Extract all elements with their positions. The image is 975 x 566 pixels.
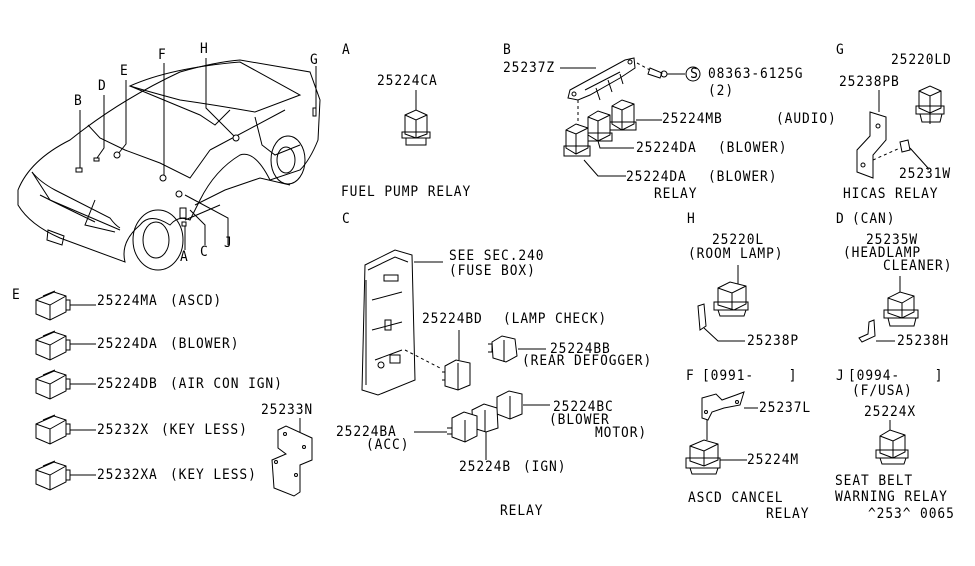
- car-callout-g: G: [310, 52, 319, 68]
- section-d-drawing: [858, 276, 919, 343]
- part-number-25220LD: 25220LD: [891, 52, 952, 68]
- section-j-title-2: WARNING RELAY: [835, 489, 948, 505]
- car-callout-c: C: [200, 244, 209, 260]
- car-callout-j: J: [224, 235, 233, 251]
- part-number-08363-6125G: 08363-6125G: [708, 66, 804, 82]
- relay-25224CA-drawing: [401, 90, 431, 146]
- part-number-25224DA-b2: 25224DA: [626, 169, 687, 185]
- part-number-25224B: 25224B: [459, 459, 512, 475]
- part-number-25232XA: 25232XA: [97, 467, 158, 483]
- part-number-25224BD: 25224BD: [422, 311, 483, 327]
- car-callout-a: A: [180, 249, 189, 265]
- section-e-drawing: [35, 290, 313, 497]
- section-j-title: SEAT BELT: [835, 473, 914, 489]
- diagram-reference-code: ^253^ 0065: [868, 506, 955, 522]
- part-desc-acc: (ACC): [366, 437, 410, 453]
- part-number-25224BA: 25224BA: [336, 424, 397, 440]
- section-f-letter: F: [686, 368, 695, 384]
- part-number-25237Z: 25237Z: [503, 60, 556, 76]
- section-j-drawing: [875, 420, 909, 465]
- car-callout-d: D: [98, 78, 107, 94]
- section-a-title: FUEL PUMP RELAY: [341, 184, 472, 200]
- part-number-25237L: 25237L: [759, 400, 812, 416]
- part-number-25238PB: 25238PB: [839, 74, 900, 90]
- section-h-drawing: [697, 265, 749, 342]
- section-f-drawing: [685, 391, 758, 475]
- part-desc-blower-b1: (BLOWER): [718, 140, 788, 156]
- section-g-drawing: [856, 85, 945, 179]
- part-desc-audio: (AUDIO): [776, 111, 837, 127]
- part-desc-key-less-2: (KEY LESS): [170, 467, 257, 483]
- part-desc-air-con-ign: (AIR CON IGN): [170, 376, 283, 392]
- section-d-variant: (CAN): [852, 211, 896, 227]
- part-desc-key-less: (KEY LESS): [161, 422, 248, 438]
- section-f-date-range: [0991- ]: [702, 368, 798, 384]
- section-j-letter: J: [836, 368, 845, 384]
- section-f-title-2: RELAY: [766, 506, 810, 522]
- section-j-variant: (F/USA): [852, 383, 913, 399]
- part-number-25220L: 25220L: [712, 232, 765, 248]
- part-desc-blower-e: (BLOWER): [170, 336, 240, 352]
- part-desc-ascd: (ASCD): [170, 293, 223, 309]
- part-desc-room-lamp: (ROOM LAMP): [688, 246, 784, 262]
- section-c-drawing: [361, 249, 550, 460]
- part-number-25224M: 25224M: [747, 452, 800, 468]
- section-d-letter: D: [836, 211, 845, 227]
- part-number-25233N: 25233N: [261, 402, 314, 418]
- part-desc-cleaner: CLEANER): [883, 258, 953, 274]
- section-c-letter: C: [342, 211, 351, 227]
- section-h-letter: H: [687, 211, 696, 227]
- car-callout-f: F: [158, 47, 167, 63]
- part-number-25224CA: 25224CA: [377, 73, 438, 89]
- part-number-25224BC: 25224BC: [553, 399, 614, 415]
- standard-part-s-symbol: S: [690, 66, 699, 82]
- part-number-25224X: 25224X: [864, 404, 917, 420]
- part-number-25224BB: 25224BB: [550, 341, 611, 357]
- section-e-letter: E: [12, 287, 21, 303]
- part-number-25224DA-e: 25224DA: [97, 336, 158, 352]
- part-number-25232X: 25232X: [97, 422, 150, 438]
- part-desc-motor: MOTOR): [595, 425, 648, 441]
- part-number-25235W: 25235W: [866, 232, 919, 248]
- part-number-25238H: 25238H: [897, 333, 950, 349]
- part-desc-rear-defogger: (REAR DEFOGGER): [522, 353, 653, 369]
- section-g-title: HICAS RELAY: [843, 186, 939, 202]
- section-g-letter: G: [836, 42, 845, 58]
- section-a-letter: A: [342, 42, 351, 58]
- part-number-25224MB: 25224MB: [662, 111, 723, 127]
- part-desc-lamp-check: (LAMP CHECK): [503, 311, 608, 327]
- part-desc-headlamp: (HEADLAMP: [843, 245, 922, 261]
- part-number-25224DA-b1: 25224DA: [636, 140, 697, 156]
- section-j-date-range: [0994- ]: [848, 368, 944, 384]
- section-b-title: RELAY: [654, 186, 698, 202]
- part-number-25238P: 25238P: [747, 333, 800, 349]
- section-b-drawing: [562, 57, 701, 177]
- part-number-25224MA: 25224MA: [97, 293, 158, 309]
- car-illustration: [17, 58, 321, 271]
- part-desc-blower: (BLOWER: [549, 412, 610, 428]
- car-callout-e: E: [120, 63, 129, 79]
- part-number-25224DB: 25224DB: [97, 376, 158, 392]
- part-desc-ign: (IGN): [523, 459, 567, 475]
- section-f-title: ASCD CANCEL: [688, 490, 784, 506]
- car-callout-b: B: [74, 93, 83, 109]
- part-qty: (2): [708, 83, 735, 99]
- section-b-letter: B: [503, 42, 512, 58]
- fuse-box-desc: (FUSE BOX): [449, 263, 536, 279]
- car-callout-h: H: [200, 41, 209, 57]
- part-desc-blower-b2: (BLOWER): [708, 169, 778, 185]
- section-c-title: RELAY: [500, 503, 544, 519]
- part-number-25231W: 25231W: [899, 166, 952, 182]
- fuse-box-reference: SEE SEC.240: [449, 248, 545, 264]
